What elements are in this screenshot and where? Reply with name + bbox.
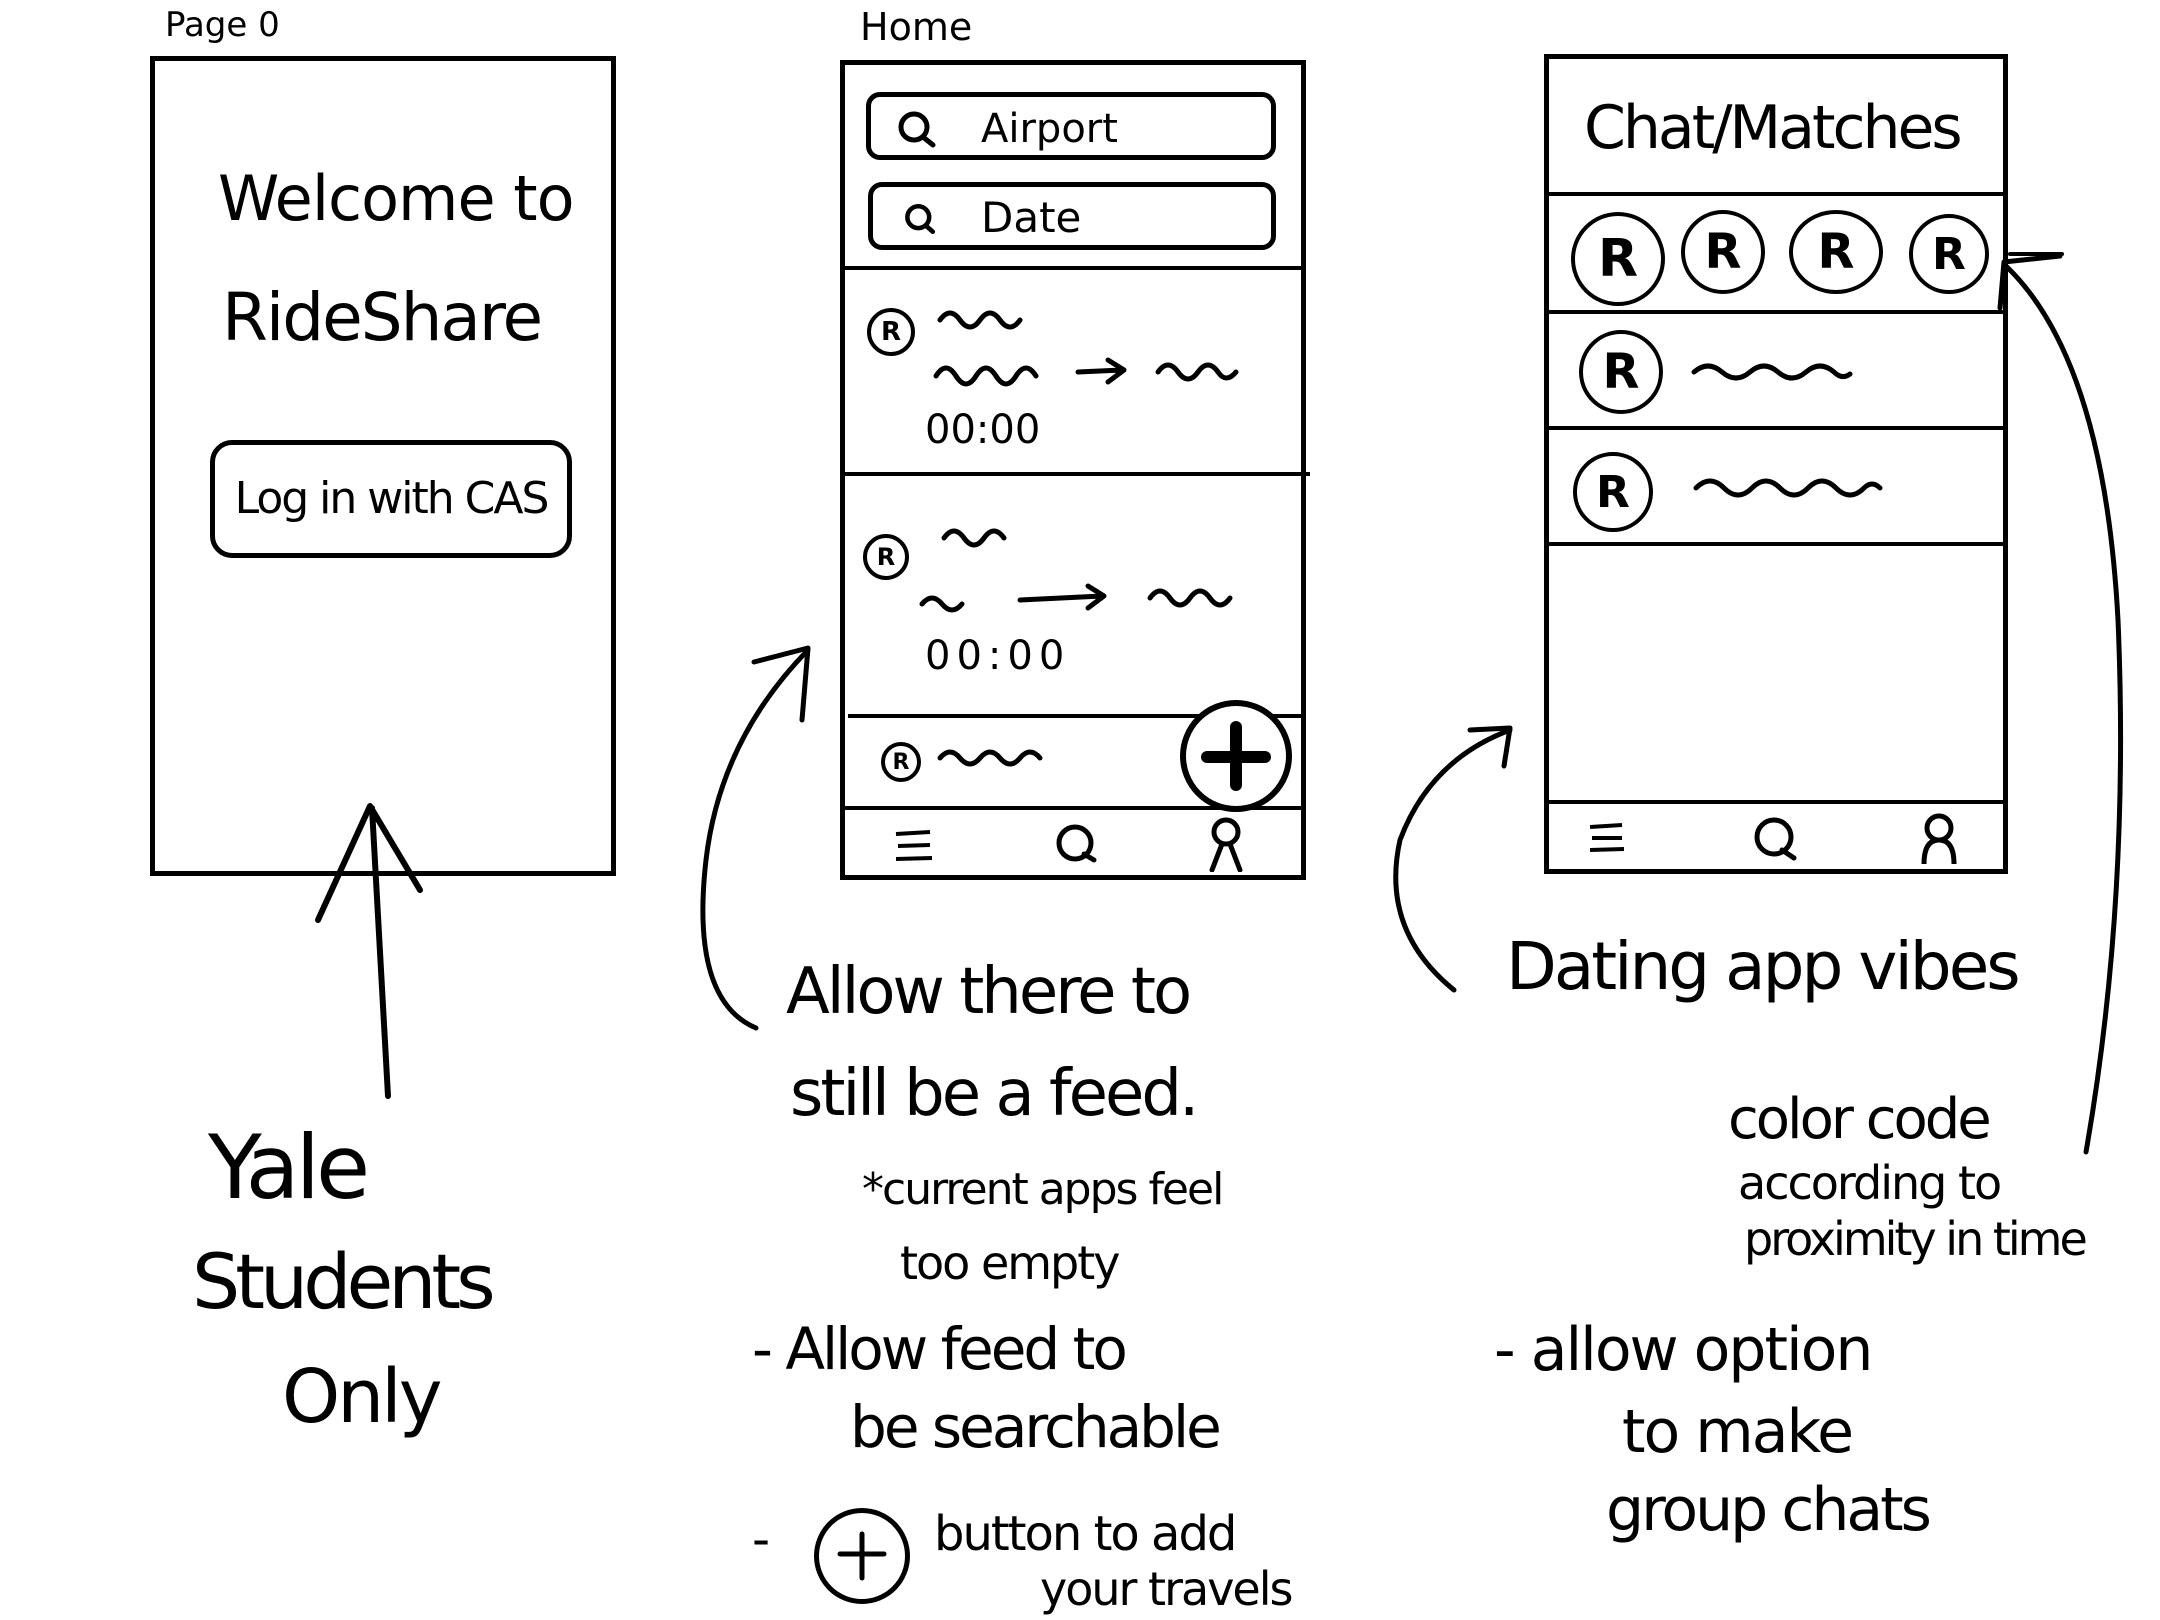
- home-title: Home: [860, 5, 973, 49]
- chat-row-divider: [1544, 426, 2008, 430]
- chat-title: Chat/Matches: [1584, 93, 1963, 163]
- search-airport-field[interactable]: Airport: [866, 92, 1276, 160]
- note-yale-line2: Students: [192, 1237, 496, 1326]
- note-color-line3: proximity in time: [1744, 1212, 2088, 1266]
- note-color-line2: according to: [1738, 1156, 2002, 1210]
- search-icon: [901, 199, 941, 239]
- note-plus-line2: your travels: [1040, 1562, 1293, 1616]
- note-dating: Dating app vibes: [1506, 928, 2021, 1005]
- profile-icon[interactable]: [1918, 812, 1960, 866]
- avatar-icon: R: [1573, 452, 1653, 532]
- home-header-divider: [840, 266, 1306, 270]
- note-plus-icon: [814, 1508, 910, 1604]
- note-color-line1: color code: [1728, 1087, 1992, 1152]
- chat-tabbar-divider: [1544, 800, 2008, 804]
- avatar-icon: R: [867, 308, 915, 356]
- matches-row: R R R R: [1549, 196, 2003, 308]
- note-group-line2: to make: [1622, 1397, 1854, 1467]
- home-phone-frame: [840, 60, 1306, 880]
- avatar-icon: R: [863, 534, 909, 580]
- note-yale-line1: Yale: [208, 1116, 370, 1219]
- feed-item-time: 00:00: [925, 407, 1041, 453]
- chat-row-divider: [1544, 542, 2008, 546]
- plus-icon: [1201, 721, 1271, 791]
- feed-item-time: 00:00: [925, 633, 1071, 679]
- avatar-icon: R: [1579, 330, 1663, 414]
- menu-icon[interactable]: [1586, 820, 1630, 858]
- login-button-label: Log in with CAS: [234, 473, 550, 524]
- note-feed-line1: Allow there to: [786, 955, 1192, 1029]
- note-feed-sub2: too empty: [900, 1236, 1121, 1290]
- note-group-line3: group chats: [1606, 1475, 1932, 1545]
- chat-header-divider: [1544, 192, 2008, 196]
- match-avatar[interactable]: R: [1571, 212, 1665, 306]
- match-avatar[interactable]: R: [1789, 210, 1883, 294]
- profile-icon[interactable]: [1206, 816, 1246, 873]
- colorcode-arrow: [1997, 253, 2124, 1155]
- note-plus-dash: -: [752, 1510, 771, 1568]
- search-icon[interactable]: [1050, 818, 1102, 870]
- feed-divider: [848, 714, 1306, 718]
- note-yale-line3: Only: [282, 1354, 442, 1440]
- note-feed-line2: still be a feed.: [790, 1057, 1199, 1131]
- search-icon[interactable]: [1748, 812, 1802, 866]
- search-date-field[interactable]: Date: [868, 182, 1276, 250]
- search-date-label: Date: [981, 193, 1082, 242]
- feed-item[interactable]: R: [845, 720, 1301, 806]
- page-label: Page 0: [165, 5, 280, 45]
- note-search-line1: - Allow feed to: [752, 1315, 1128, 1383]
- chat-row[interactable]: R: [1549, 314, 2003, 426]
- chat-matches-divider: [1544, 310, 2008, 314]
- note-search-line2: be searchable: [850, 1393, 1222, 1461]
- note-group-line1: - allow option: [1494, 1315, 1873, 1385]
- login-button[interactable]: Log in with CAS: [210, 440, 572, 558]
- note-feed-sub1: *current apps feel: [862, 1164, 1224, 1215]
- feed-item[interactable]: R 00:00: [845, 478, 1301, 710]
- home-tabbar-divider: [840, 806, 1306, 810]
- feed-divider: [840, 472, 1310, 476]
- chat-row[interactable]: R: [1549, 430, 2003, 542]
- welcome-heading: Welcome to: [218, 162, 575, 235]
- search-icon: [895, 107, 939, 151]
- match-avatar[interactable]: R: [1909, 214, 1989, 294]
- menu-icon[interactable]: [892, 826, 936, 866]
- match-avatar[interactable]: R: [1681, 210, 1765, 294]
- note-plus-line1: button to add: [934, 1506, 1237, 1562]
- avatar-icon: R: [881, 742, 921, 782]
- feed-item[interactable]: R 00:00: [845, 272, 1301, 472]
- search-airport-label: Airport: [981, 106, 1118, 152]
- add-travel-button[interactable]: [1180, 700, 1292, 812]
- dating-arrow: [1393, 725, 1513, 993]
- app-name: RideShare: [222, 279, 543, 356]
